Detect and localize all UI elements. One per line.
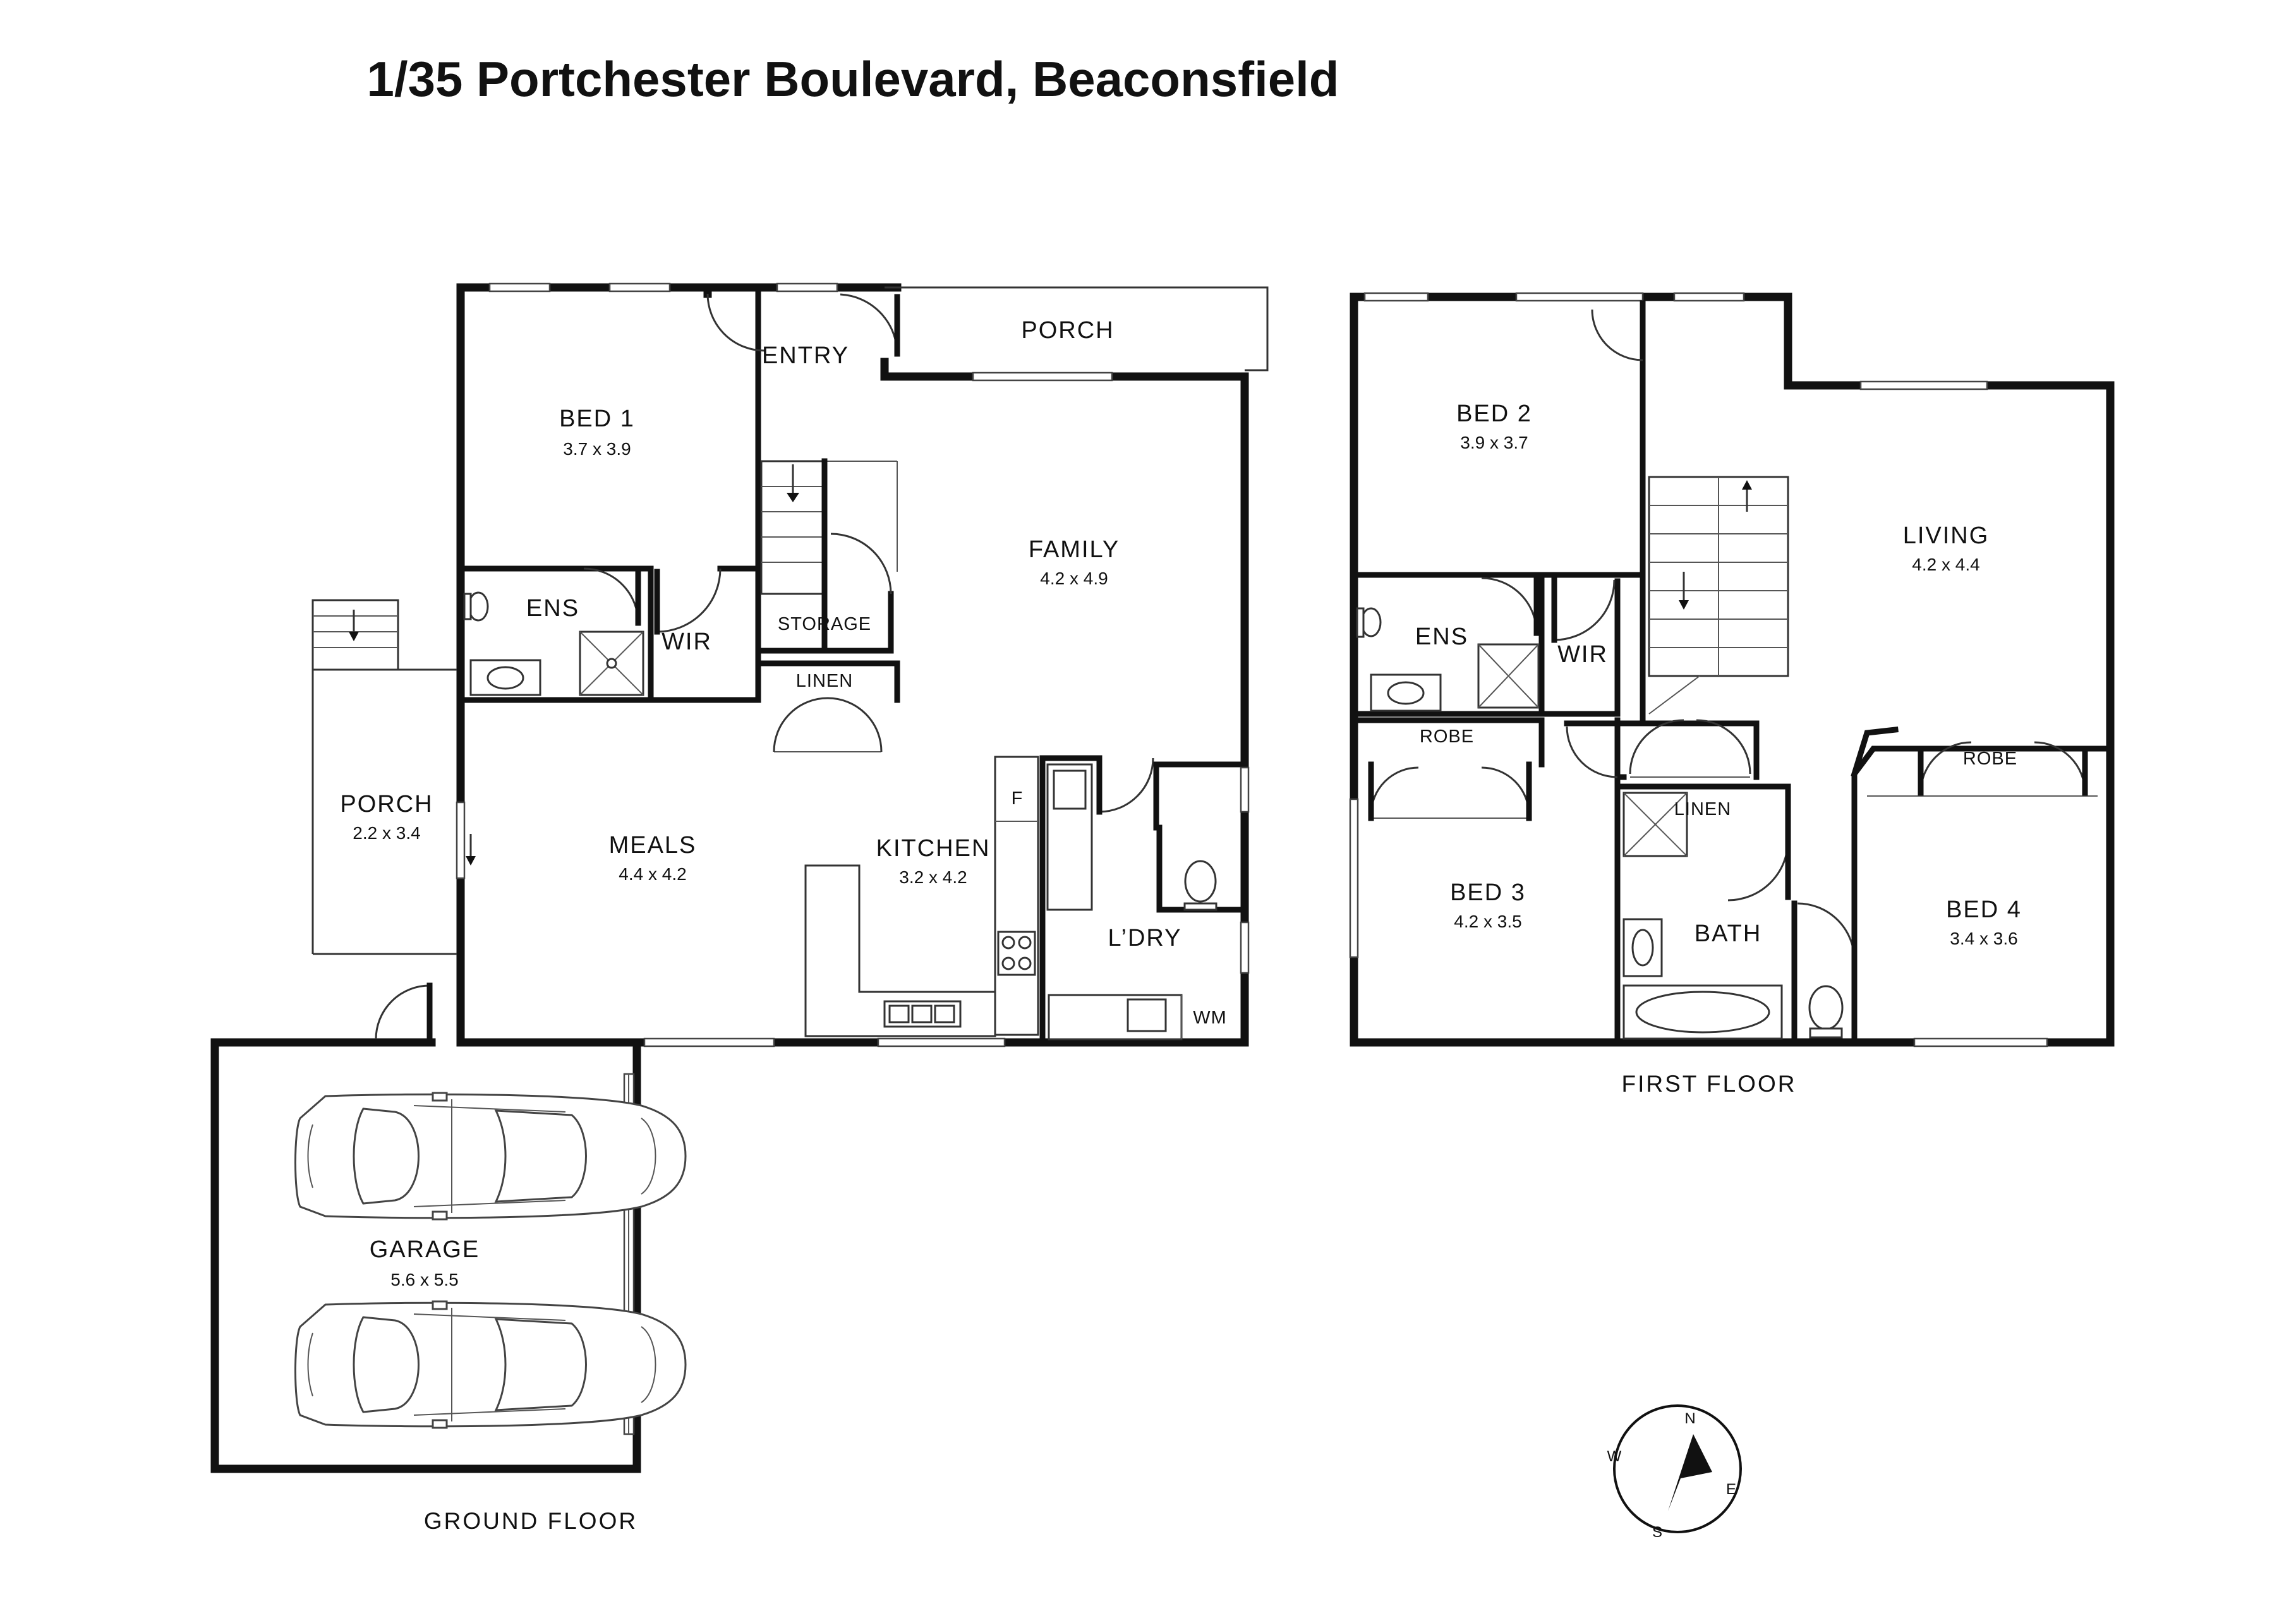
- room-robe4-name: ROBE: [1963, 749, 2017, 769]
- room-meals-dim: 4.4 x 4.2: [619, 864, 686, 884]
- room-garage-dim: 5.6 x 5.5: [390, 1270, 458, 1289]
- room-storage-name: STORAGE: [778, 614, 871, 634]
- room-ens-first-name: ENS: [1415, 624, 1468, 650]
- room-bed1-name: BED 1: [559, 406, 635, 432]
- room-family-name: FAMILY: [1029, 536, 1120, 563]
- room-linen-first-name: LINEN: [1674, 799, 1731, 819]
- first-labels: BED 2 3.9 x 3.7 LIVING 4.2 x 4.4 ENS WIR…: [1415, 401, 2022, 1097]
- room-ens-name: ENS: [526, 595, 579, 622]
- car-bottom-icon: [294, 1300, 687, 1429]
- compass-south: S: [1652, 1524, 1662, 1541]
- compass-east: E: [1726, 1481, 1736, 1498]
- room-family-dim: 4.2 x 4.9: [1040, 569, 1108, 588]
- washing-machine-label: WM: [1193, 1008, 1227, 1028]
- ground-floor-label: GROUND FLOOR: [424, 1508, 637, 1534]
- ground-floor: [210, 282, 1269, 1473]
- room-robe3-name: ROBE: [1420, 727, 1474, 747]
- first-floor-label: FIRST FLOOR: [1622, 1071, 1797, 1097]
- room-living-dim: 4.2 x 4.4: [1912, 555, 1979, 574]
- room-garage-name: GARAGE: [370, 1236, 480, 1263]
- compass-ring: [1613, 1404, 1742, 1533]
- room-bed3-dim: 4.2 x 3.5: [1454, 912, 1521, 931]
- room-porch-side-name: PORCH: [340, 791, 433, 818]
- room-kitchen-dim: 3.2 x 4.2: [899, 867, 967, 887]
- room-living-name: LIVING: [1903, 522, 1990, 549]
- compass-needle-icon: [1668, 1434, 1712, 1511]
- room-bed2-dim: 3.9 x 3.7: [1460, 433, 1528, 452]
- room-bed2-name: BED 2: [1456, 401, 1532, 427]
- room-entry-name: ENTRY: [762, 342, 849, 369]
- room-linen-name: LINEN: [796, 671, 853, 691]
- room-wir-first-name: WIR: [1557, 641, 1608, 668]
- ground-labels: BED 1 3.7 x 3.9 ENTRY PORCH FAMILY 4.2 x…: [340, 317, 1226, 1534]
- first-floor: [1349, 292, 2115, 1047]
- car-top-icon: [294, 1092, 687, 1221]
- compass-north: N: [1684, 1410, 1695, 1427]
- room-bed1-dim: 3.7 x 3.9: [563, 439, 631, 459]
- room-bed4-dim: 3.4 x 3.6: [1950, 929, 2017, 948]
- room-porch-side-dim: 2.2 x 3.4: [353, 823, 420, 843]
- room-bath-name: BATH: [1695, 920, 1762, 947]
- room-meals-name: MEALS: [609, 832, 697, 859]
- room-kitchen-name: KITCHEN: [876, 835, 991, 862]
- plan-title: 1/35 Portchester Boulevard, Beaconsfield: [367, 51, 1339, 107]
- room-wir-name: WIR: [662, 629, 712, 655]
- compass: N E S W: [1607, 1404, 1742, 1541]
- room-laundry-name: L’DRY: [1108, 925, 1181, 951]
- room-bed4-name: BED 4: [1946, 896, 2022, 923]
- room-porch-front-name: PORCH: [1021, 317, 1114, 344]
- room-bed3-name: BED 3: [1450, 879, 1526, 906]
- fridge-label: F: [1012, 788, 1024, 809]
- compass-west: W: [1607, 1448, 1622, 1465]
